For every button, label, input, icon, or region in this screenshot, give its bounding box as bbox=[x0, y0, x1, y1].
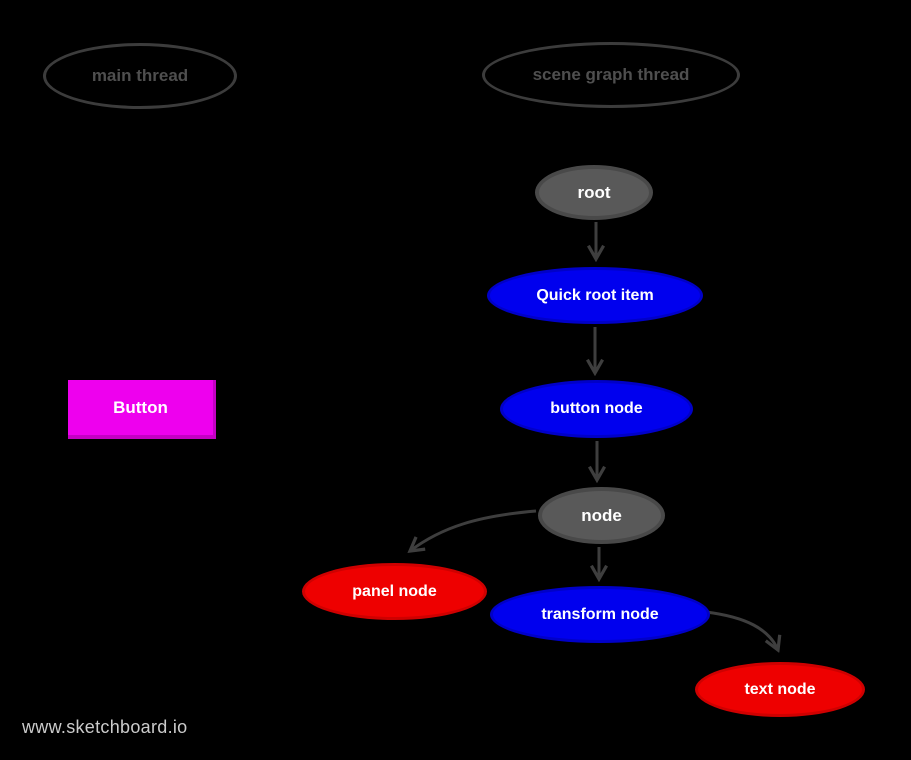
scene-graph-thread-ellipse[interactable]: scene graph thread bbox=[482, 42, 740, 108]
node-panel-node[interactable]: panel node bbox=[302, 563, 487, 620]
edge-transform-node-to-text-node[interactable] bbox=[705, 610, 778, 650]
node-button-node[interactable]: button node bbox=[500, 380, 693, 438]
button-rectangle-label: Button bbox=[113, 397, 168, 417]
node-transform-node[interactable]: transform node bbox=[490, 586, 710, 643]
node-text-node-label: text node bbox=[744, 680, 816, 698]
node-quick-root-item[interactable]: Quick root item bbox=[487, 267, 703, 324]
node-button-node-label: button node bbox=[550, 400, 643, 417]
main-thread-label: main thread bbox=[91, 66, 189, 85]
node-root[interactable]: root bbox=[535, 165, 653, 220]
button-rectangle[interactable]: Button bbox=[68, 380, 216, 439]
node-node-label: node bbox=[581, 505, 622, 525]
sketchboard-watermark: www.sketchboard.io bbox=[22, 717, 188, 737]
node-transform-node-label: transform node bbox=[541, 605, 659, 623]
edge-node-to-panel-node[interactable] bbox=[410, 509, 537, 551]
node-text-node[interactable]: text node bbox=[695, 662, 865, 717]
node-node[interactable]: node bbox=[538, 487, 665, 544]
node-panel-node-label: panel node bbox=[352, 582, 437, 600]
node-quick-root-item-label: Quick root item bbox=[536, 286, 654, 304]
node-root-label: root bbox=[577, 182, 611, 202]
scene-graph-thread-label: scene graph thread bbox=[532, 65, 690, 84]
main-thread-ellipse[interactable]: main thread bbox=[43, 43, 237, 109]
